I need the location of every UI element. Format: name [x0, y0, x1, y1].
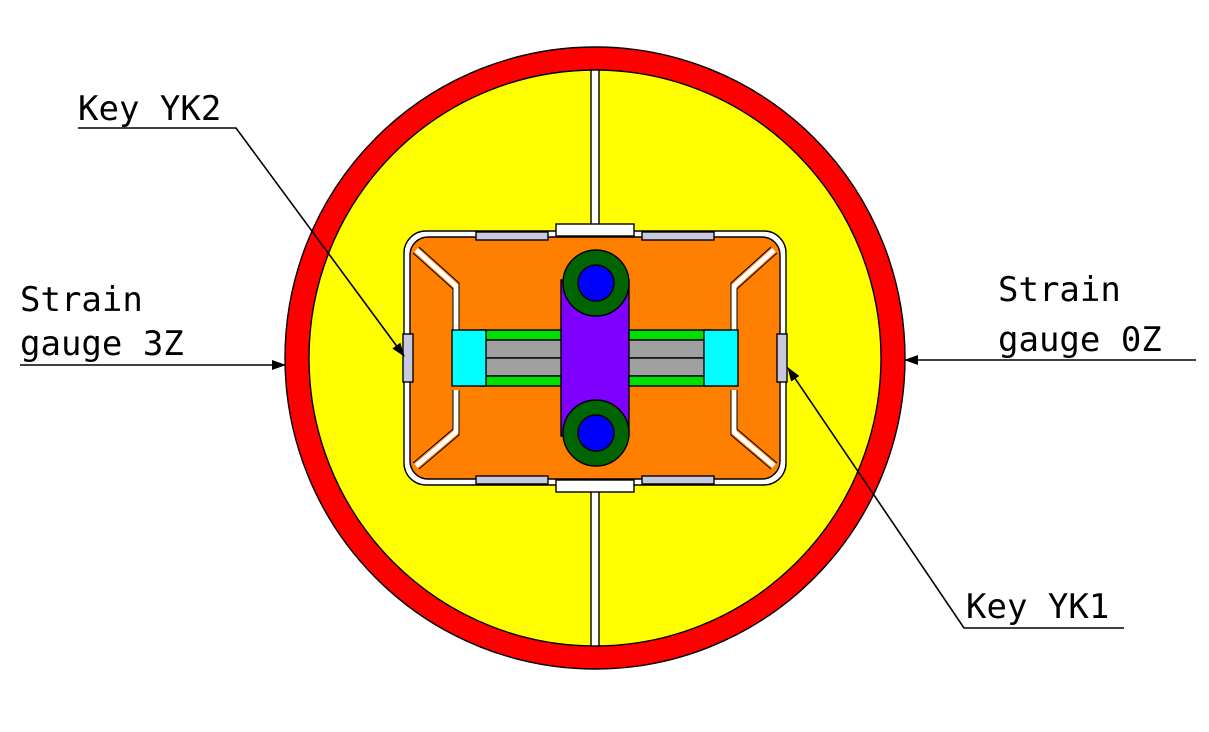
leader-key-yk2	[78, 127, 405, 357]
bottom-pad-center	[555, 479, 635, 493]
shim-right	[703, 329, 739, 387]
key-yk2	[402, 333, 414, 383]
bottom-pad-left	[475, 475, 549, 485]
label-key-yk2: Key YK2	[78, 89, 221, 129]
top-pad-center	[555, 223, 635, 237]
top-pad-right	[641, 231, 715, 241]
leader-key-yk1	[787, 367, 1124, 629]
bottom-pad-right	[641, 475, 715, 485]
key-yk1	[776, 333, 788, 383]
top-pin	[577, 264, 615, 302]
yoke-split-top	[590, 69, 600, 231]
shim-left	[451, 329, 487, 387]
label-gauge-0z-line1: Strain	[998, 270, 1121, 310]
yoke-split-bottom	[590, 487, 600, 647]
bottom-pin	[577, 414, 615, 452]
label-gauge-0z-line2: gauge 0Z	[998, 320, 1162, 360]
collar-corner-gaps	[414, 248, 776, 468]
top-pad-left	[475, 231, 549, 241]
label-key-yk1: Key YK1	[966, 587, 1109, 627]
label-gauge-3z-line2: gauge 3Z	[20, 324, 184, 364]
label-gauge-3z-line1: Strain	[20, 280, 143, 320]
